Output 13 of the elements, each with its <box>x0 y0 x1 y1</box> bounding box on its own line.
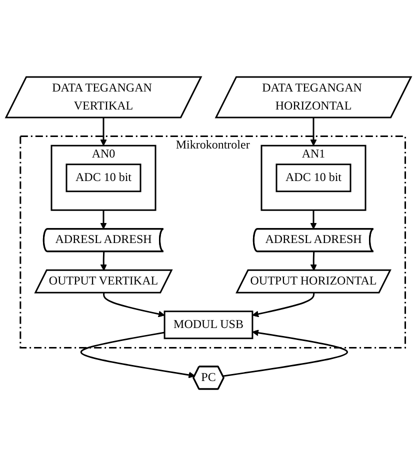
arrow <box>310 252 317 271</box>
node-box: ADC 10 bit <box>276 164 352 192</box>
arrow <box>80 332 196 378</box>
arrow <box>100 210 107 230</box>
arrow <box>310 210 317 230</box>
node-box: ADC 10 bit <box>66 164 142 192</box>
arrow <box>252 292 315 318</box>
node-box: MODUL USB <box>164 310 254 340</box>
arrow <box>103 292 165 318</box>
arrow <box>100 118 107 146</box>
arrow <box>100 252 107 271</box>
arrow <box>310 118 317 146</box>
arrow <box>222 330 348 377</box>
